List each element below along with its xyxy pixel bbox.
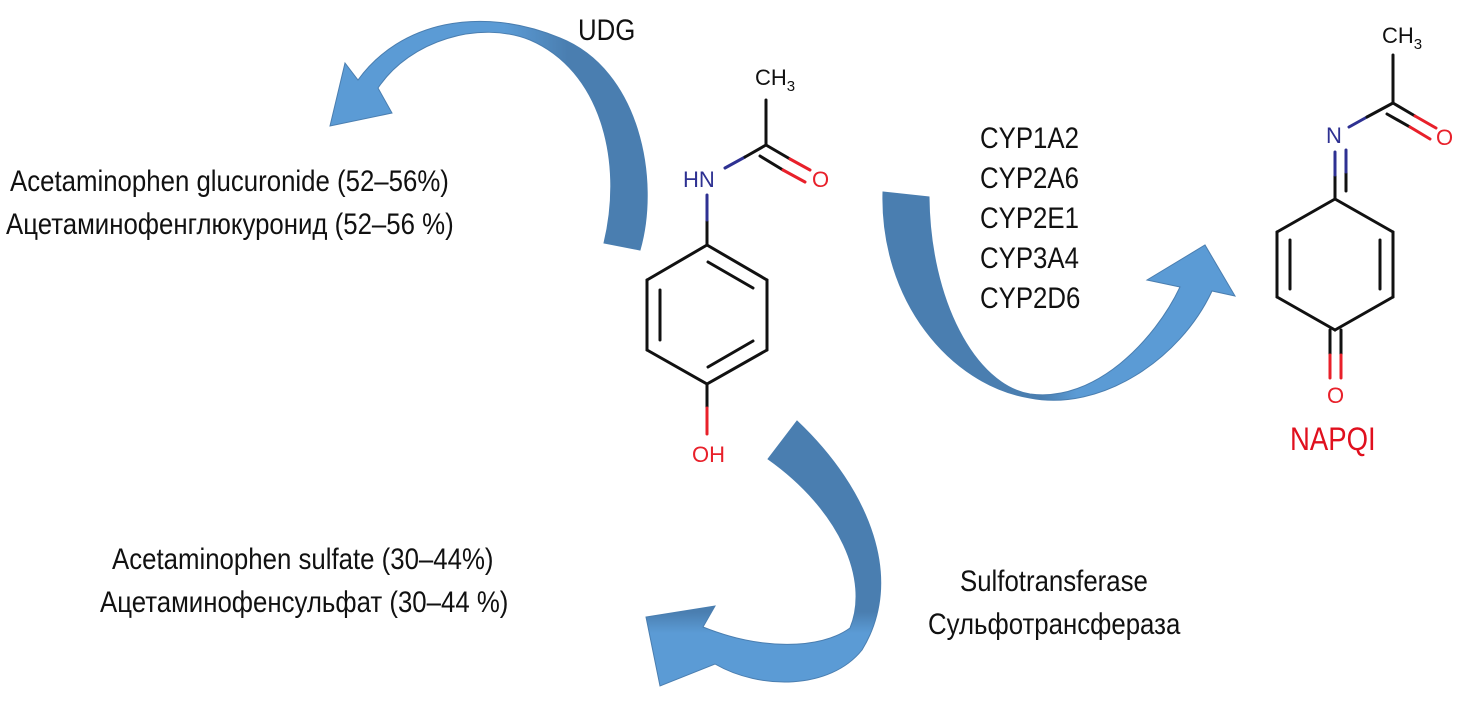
- glucuronidation-arrow: [329, 20, 648, 251]
- cyp-enzyme: CYP1A2: [980, 122, 1079, 155]
- sulfate-product-ru: Ацетаминофенсульфат (30–44 %): [100, 586, 509, 619]
- methyl-label: CH3: [755, 65, 795, 95]
- napqi-methyl-label: CH3: [1382, 23, 1422, 53]
- cyp-enzyme: CYP3A4: [980, 242, 1079, 275]
- acetaminophen-structure: [645, 98, 812, 436]
- hydroxyl-label: OH: [692, 442, 725, 467]
- cyp-enzyme-list: CYP1A2 CYP2A6 CYP2E1 CYP3A4 CYP2D6: [980, 119, 1097, 319]
- sulfate-product-en: Acetaminophen sulfate (30–44%): [112, 543, 494, 576]
- carbonyl-oxygen-label: O: [812, 167, 829, 192]
- napqi-quinone-oxygen-label: O: [1327, 383, 1344, 408]
- sulfotransferase-label-ru: Сульфотрансфераза: [928, 608, 1181, 641]
- cyp-enzyme: CYP2E1: [980, 202, 1079, 235]
- sulfotransferase-label-en: Sulfotransferase: [960, 565, 1148, 598]
- amine-label: HN: [683, 167, 715, 192]
- napqi-carbonyl-oxygen-label: O: [1436, 125, 1453, 150]
- glucuronide-product-en: Acetaminophen glucuronide (52–56%): [10, 165, 449, 198]
- glucuronide-product-ru: Ацетаминофенглюкуронид (52–56 %): [6, 208, 454, 241]
- oxidation-arrow: [882, 191, 1237, 401]
- napqi-imine-label: N: [1326, 123, 1342, 148]
- sulfation-arrow: [645, 420, 882, 687]
- cyp-enzyme: CYP2D6: [980, 282, 1081, 315]
- napqi-label: NAPQI: [1290, 421, 1376, 457]
- napqi-structure: [1275, 53, 1438, 380]
- udg-enzyme-label: UDG: [578, 14, 636, 47]
- cyp-enzyme: CYP2A6: [980, 162, 1079, 195]
